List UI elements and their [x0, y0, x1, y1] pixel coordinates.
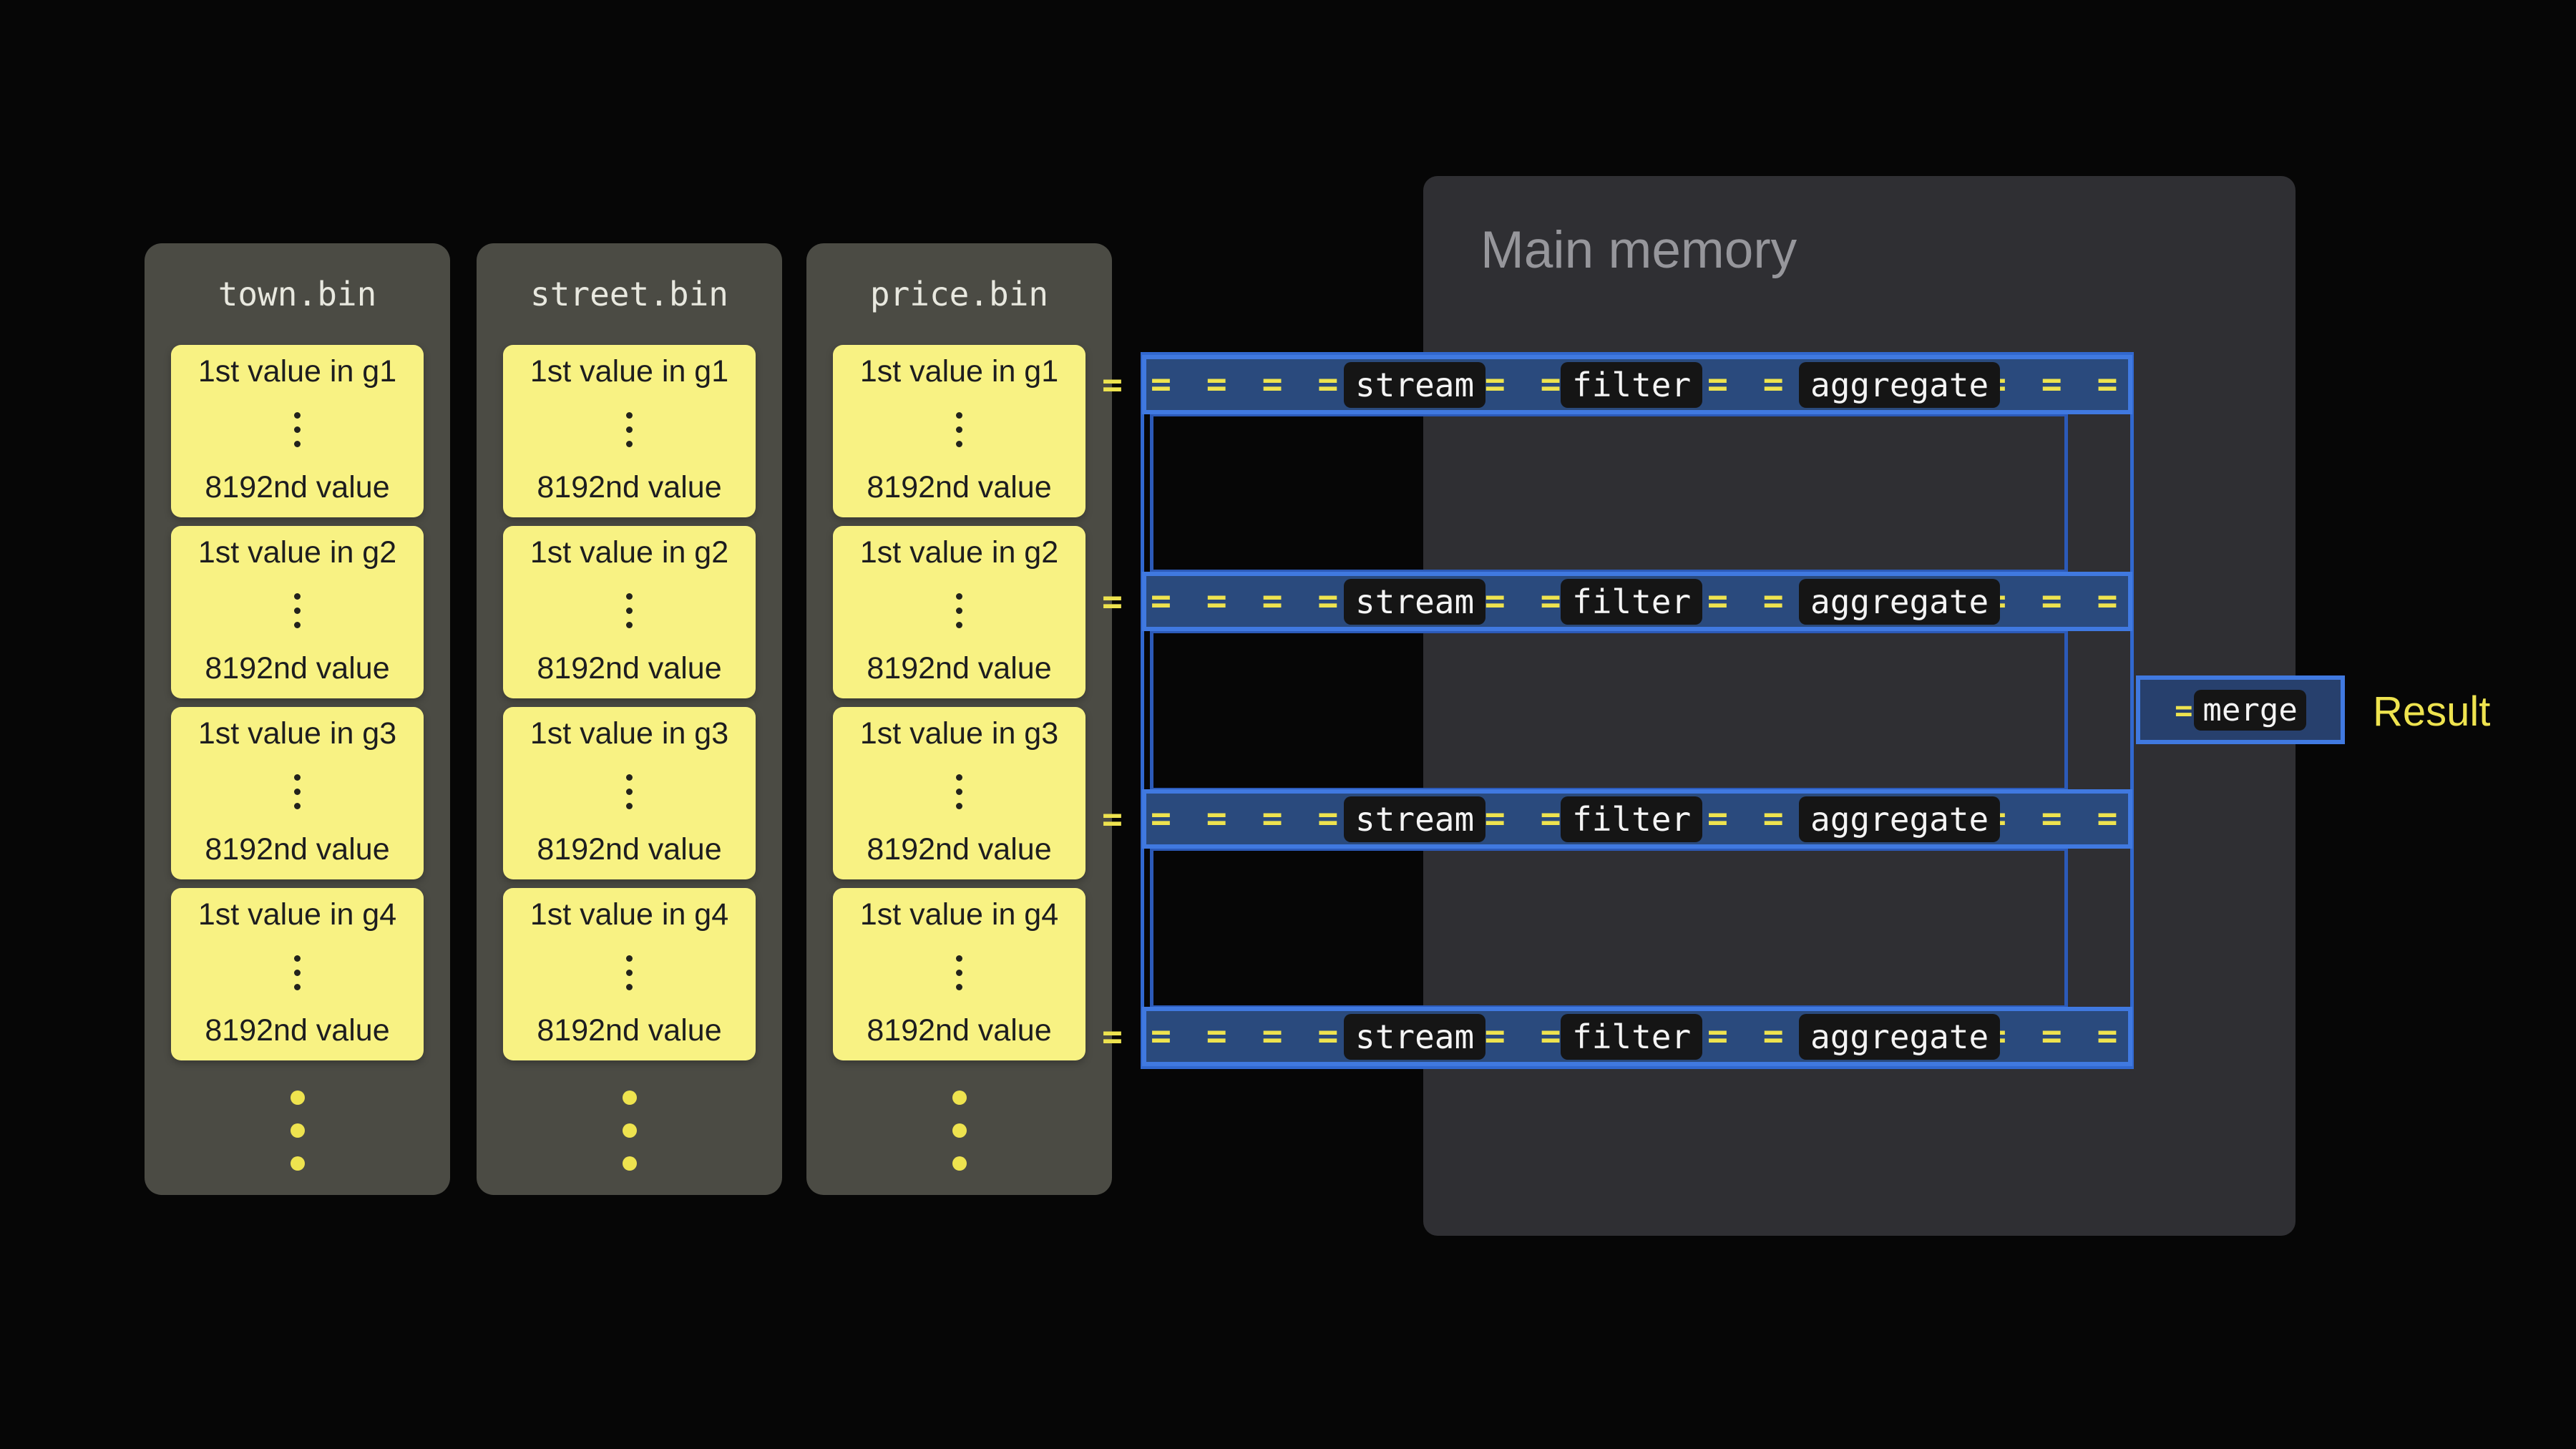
more-groups-ellipsis-icon	[145, 1091, 450, 1171]
value-box-g3: 1st value in g3 8192nd value	[833, 707, 1085, 879]
stage-aggregate: aggregate	[1799, 1013, 2001, 1060]
value-box-g1: 1st value in g1 8192nd value	[171, 345, 424, 517]
value-box-g4: 1st value in g4 8192nd value	[171, 888, 424, 1060]
vertical-ellipsis-icon	[626, 593, 633, 628]
last-value-label: 8192nd value	[537, 650, 722, 686]
stage-aggregate: aggregate	[1799, 361, 2001, 408]
last-value-label: 8192nd value	[205, 469, 390, 504]
last-value-label: 8192nd value	[537, 1013, 722, 1048]
first-value-label: 1st value in g1	[197, 354, 397, 389]
file-name: town.bin	[218, 275, 377, 313]
file-name: price.bin	[869, 275, 1049, 313]
value-box-g2: 1st value in g2 8192nd value	[171, 526, 424, 698]
first-value-label: 1st value in g1	[859, 354, 1059, 389]
file-card-price: price.bin 1st value in g1 8192nd value 1…	[806, 243, 1112, 1195]
stage-stream: stream	[1344, 361, 1486, 408]
pipeline-loop-outline	[1150, 413, 2068, 573]
file-groups: 1st value in g1 8192nd value 1st value i…	[806, 345, 1112, 1060]
value-box-g3: 1st value in g3 8192nd value	[171, 707, 424, 879]
value-box-g1: 1st value in g1 8192nd value	[503, 345, 756, 517]
pipeline-row-1: = = = = = = = = = = = = = = = = = = = = …	[1102, 355, 2132, 414]
last-value-label: 8192nd value	[537, 469, 722, 504]
file-groups: 1st value in g1 8192nd value 1st value i…	[477, 345, 782, 1060]
first-value-label: 1st value in g4	[859, 897, 1059, 932]
last-value-label: 8192nd value	[867, 1013, 1052, 1048]
value-box-g4: 1st value in g4 8192nd value	[833, 888, 1085, 1060]
inlet-dash-icon: =	[1102, 1016, 1123, 1057]
vertical-ellipsis-icon	[956, 412, 962, 447]
stage-filter: filter	[1561, 1013, 1703, 1060]
vertical-ellipsis-icon	[626, 774, 633, 809]
first-value-label: 1st value in g2	[859, 535, 1059, 570]
pipeline-bus-outline	[1141, 352, 2134, 1069]
stage-filter: filter	[1561, 796, 1703, 842]
inlet-dash-icon: =	[1102, 364, 1123, 405]
last-value-label: 8192nd value	[205, 831, 390, 867]
pipeline-loop-outline	[1150, 630, 2068, 791]
file-groups: 1st value in g1 8192nd value 1st value i…	[145, 345, 450, 1060]
more-groups-ellipsis-icon	[806, 1091, 1112, 1171]
merge-dash-icon: =	[2175, 692, 2193, 728]
main-memory-title: Main memory	[1480, 221, 1797, 279]
pipeline-row-2: = = = = = = = = = = = = = = = = = = = = …	[1102, 572, 2132, 631]
vertical-ellipsis-icon	[294, 774, 301, 809]
first-value-label: 1st value in g2	[530, 535, 729, 570]
inlet-dash-icon: =	[1102, 581, 1123, 622]
vertical-ellipsis-icon	[626, 412, 633, 447]
vertical-ellipsis-icon	[294, 412, 301, 447]
first-value-label: 1st value in g3	[859, 716, 1059, 751]
last-value-label: 8192nd value	[867, 469, 1052, 504]
first-value-label: 1st value in g1	[530, 354, 729, 389]
stage-filter: filter	[1561, 578, 1703, 625]
first-value-label: 1st value in g3	[197, 716, 397, 751]
file-card-street: street.bin 1st value in g1 8192nd value …	[477, 243, 782, 1195]
last-value-label: 8192nd value	[205, 650, 390, 686]
inlet-dash-icon: =	[1102, 799, 1123, 839]
stage-stream: stream	[1344, 578, 1486, 625]
value-box-g2: 1st value in g2 8192nd value	[833, 526, 1085, 698]
result-label: Result	[2373, 688, 2491, 735]
first-value-label: 1st value in g2	[197, 535, 397, 570]
last-value-label: 8192nd value	[867, 831, 1052, 867]
value-box-g4: 1st value in g4 8192nd value	[503, 888, 756, 1060]
vertical-ellipsis-icon	[294, 955, 301, 990]
vertical-ellipsis-icon	[626, 955, 633, 990]
file-name: street.bin	[530, 275, 728, 313]
file-card-town: town.bin 1st value in g1 8192nd value 1s…	[145, 243, 450, 1195]
stage-filter: filter	[1561, 361, 1703, 408]
first-value-label: 1st value in g3	[530, 716, 729, 751]
vertical-ellipsis-icon	[956, 955, 962, 990]
vertical-ellipsis-icon	[294, 593, 301, 628]
vertical-ellipsis-icon	[956, 593, 962, 628]
stage-stream: stream	[1344, 796, 1486, 842]
pipeline-loop-outline	[1150, 847, 2068, 1009]
more-groups-ellipsis-icon	[477, 1091, 782, 1171]
stage-aggregate: aggregate	[1799, 796, 2001, 842]
pipeline-row-3: = = = = = = = = = = = = = = = = = = = = …	[1102, 789, 2132, 849]
value-box-g2: 1st value in g2 8192nd value	[503, 526, 756, 698]
last-value-label: 8192nd value	[537, 831, 722, 867]
pipeline-row-4: = = = = = = = = = = = = = = = = = = = = …	[1102, 1007, 2132, 1066]
merge-node: = merge	[2136, 675, 2345, 744]
last-value-label: 8192nd value	[205, 1013, 390, 1048]
vertical-ellipsis-icon	[956, 774, 962, 809]
stage-merge: merge	[2194, 689, 2306, 731]
value-box-g1: 1st value in g1 8192nd value	[833, 345, 1085, 517]
stage-stream: stream	[1344, 1013, 1486, 1060]
first-value-label: 1st value in g4	[530, 897, 729, 932]
value-box-g3: 1st value in g3 8192nd value	[503, 707, 756, 879]
stage-aggregate: aggregate	[1799, 578, 2001, 625]
first-value-label: 1st value in g4	[197, 897, 397, 932]
last-value-label: 8192nd value	[867, 650, 1052, 686]
